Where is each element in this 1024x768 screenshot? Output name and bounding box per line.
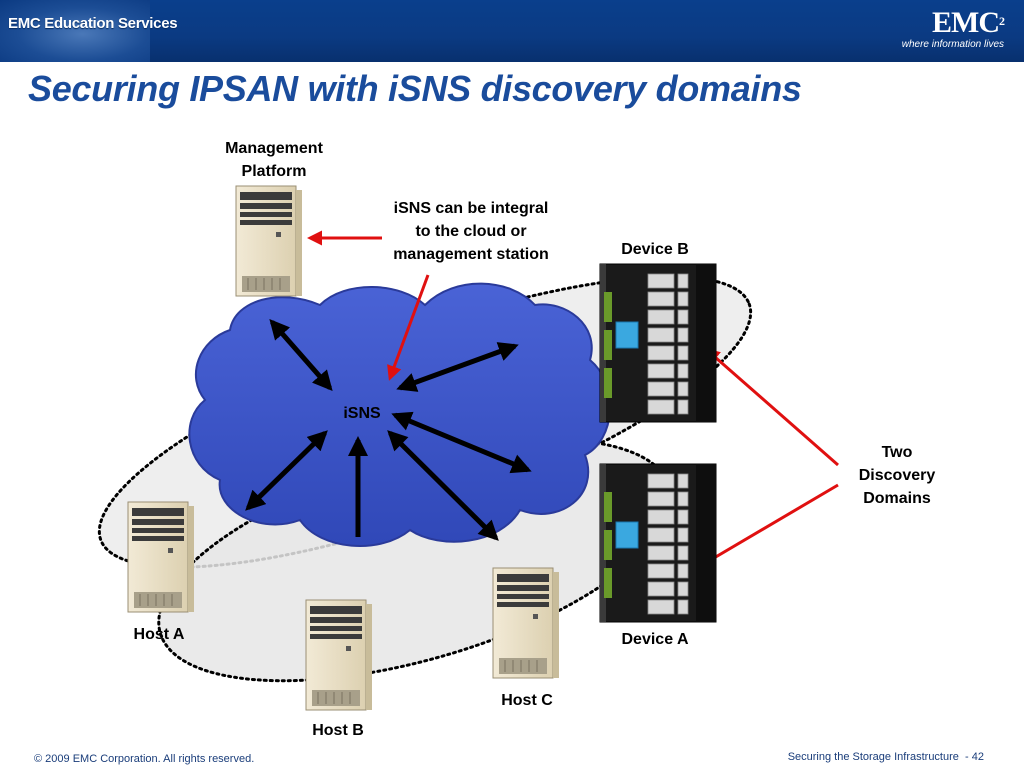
device-a-label: Device A <box>622 631 689 648</box>
two-domains-line1: Two <box>882 444 913 461</box>
host-c-label: Host C <box>501 692 553 709</box>
slide-title: Securing IPSAN with iSNS discovery domai… <box>28 68 802 109</box>
emc-logo-tagline: where information lives <box>901 39 1004 50</box>
device-b-label: Device B <box>621 241 689 258</box>
device-a-storage-array <box>599 463 717 623</box>
two-domains-line2: Discovery <box>859 467 936 484</box>
emc-logo: EMC2 where information lives <box>892 6 1005 52</box>
host-b-server <box>305 599 373 711</box>
two-domains-line3: Domains <box>863 490 931 507</box>
isns-note-line1: iSNS can be integral <box>394 200 549 217</box>
isns-note-line2: to the cloud or <box>415 223 526 240</box>
isns-label: iSNS <box>343 405 381 422</box>
copyright-footer: © 2009 EMC Corporation. All rights reser… <box>34 753 255 765</box>
page-number: - 42 <box>965 751 984 763</box>
host-b-label: Host B <box>312 722 364 739</box>
emc-logo-word: EMC <box>932 6 1000 39</box>
course-title: Securing the Storage Infrastructure <box>787 751 959 763</box>
device-b-storage-array <box>599 263 717 423</box>
header-banner: EMC Education Services EMC2 where inform… <box>0 0 1024 62</box>
isns-note-line3: management station <box>393 246 549 263</box>
host-c-server <box>492 567 560 679</box>
emc-logo-superscript: 2 <box>999 14 1005 28</box>
host-a-label: Host A <box>134 626 185 643</box>
management-platform-label-line2: Platform <box>242 163 307 180</box>
course-footer: Securing the Storage Infrastructure - 42 <box>788 751 984 763</box>
callout-arrows <box>307 230 839 570</box>
management-platform-server <box>235 185 303 297</box>
management-platform-label-line1: Management <box>225 140 323 157</box>
globe-logo <box>0 0 150 62</box>
host-a-server <box>127 501 195 613</box>
education-services-brand: EMC Education Services <box>8 15 178 32</box>
connector-arrows <box>245 318 532 541</box>
